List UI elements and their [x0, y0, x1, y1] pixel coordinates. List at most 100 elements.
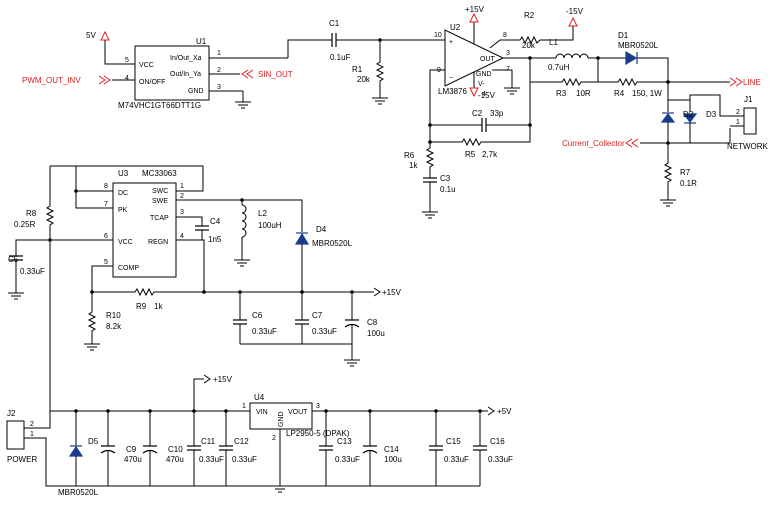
u3-pin-comp: COMP	[118, 265, 139, 272]
output-caps: +5V C13 0.33uF C14 100u C15 0.33uF C16 0…	[319, 406, 513, 487]
u2-pinno-10: 10	[434, 32, 442, 39]
c13-value: 0.33uF	[335, 455, 360, 464]
c11-value: 0.33uF	[199, 455, 224, 464]
d5-value: MBR0520L	[58, 488, 99, 497]
power-label-5v: 5V	[86, 31, 96, 40]
u2-pin-gnd: GND	[476, 71, 492, 78]
l2-inductor: L2 100uH	[241, 204, 282, 260]
u1-pin-inout: In/Out_Xa	[170, 55, 202, 62]
u4-power-plus15: +15V	[213, 375, 233, 384]
c4-capacitor: C4 1n5	[195, 217, 222, 244]
u1-ref: U1	[196, 37, 207, 46]
c3-capacitor: C3 0.1u	[423, 174, 456, 212]
net-label-current-collector: Current_Collector	[562, 139, 625, 148]
r1-resistor: R1 20k	[352, 38, 385, 98]
c4-ref: C4	[210, 217, 221, 226]
r2-power-minus15: -15V	[566, 7, 584, 16]
c14-ref: C14	[384, 445, 399, 454]
c4-value: 1n5	[208, 235, 222, 244]
r8-resistor: R8 0.25R	[14, 165, 76, 428]
u3-pin-swc: SWC	[152, 188, 168, 195]
u3-pinno-6: 6	[104, 233, 108, 240]
r2-ref: R2	[524, 11, 535, 20]
u3-pinno-2: 2	[180, 193, 184, 200]
u2-pinno-8: 8	[503, 32, 507, 39]
net-label-sin-out: SIN_OUT	[258, 70, 293, 79]
c9-ref: C9	[126, 445, 137, 454]
c2-ref: C2	[472, 109, 483, 118]
gnd-u1	[235, 101, 251, 109]
r2-resistor: -15V R2 20k	[512, 7, 584, 50]
u3-pin-tcap: TCAP	[150, 215, 169, 222]
c6-value: 0.33uF	[252, 327, 277, 336]
net-flag-line: LINE	[729, 77, 761, 87]
j2-ref: J2	[7, 409, 16, 418]
c8-value: 100u	[367, 329, 385, 338]
u1-power-5v: 5V	[86, 30, 135, 65]
c1-value: 0.1uF	[330, 53, 351, 62]
c6-c7-c8-caps: C6 0.33uF C7 0.33uF C8 100u	[233, 292, 385, 360]
u1-switch: U1 M74VHC1GT66DTT1G VCC ON/OFF In/Out_Xa…	[118, 37, 288, 110]
input-rail: +15V	[50, 374, 245, 413]
c1-capacitor: C1 0.1uF	[287, 19, 445, 62]
u4-pin-gnd: GND	[278, 411, 285, 427]
u4-body	[249, 402, 313, 430]
l2-ref: L2	[258, 209, 267, 218]
d5-diode: D5 MBR0520L	[58, 411, 99, 497]
d1-ref: D1	[618, 31, 629, 40]
c10-ref: C10	[168, 445, 183, 454]
l2-value: 100uH	[258, 221, 282, 230]
net-label-line: LINE	[743, 78, 761, 87]
c3-ref: C3	[440, 174, 451, 183]
r3-ref: R3	[556, 89, 567, 98]
j2-pin-2: 2	[30, 421, 34, 428]
d1-diode: D1 MBR0520L	[598, 31, 669, 82]
rail-plus15-label: +15V	[382, 288, 402, 297]
r7-value: 0.1R	[680, 179, 697, 188]
u3-ref: U3	[118, 169, 129, 178]
r9-ref: R9	[136, 302, 147, 311]
gnd-c3	[422, 211, 438, 219]
r3-value: 10R	[576, 89, 591, 98]
r3-resistor: R3 10R	[528, 56, 599, 98]
j2-connector: J2 POWER 2 1	[6, 409, 380, 487]
u4-pinno-2: 2	[272, 435, 276, 442]
c6-ref: C6	[252, 311, 263, 320]
u1-pinno-2: 2	[217, 67, 221, 74]
l1-ref: L1	[549, 38, 558, 47]
c13-ref: C13	[337, 437, 352, 446]
input-caps: C9 470u C10 470u C11 0.33uF C12 0.33uF	[100, 411, 257, 486]
u2-pin-out: OUT	[480, 56, 496, 63]
u3-pin-regn: REGN	[148, 239, 168, 246]
u2-pinno-3: 3	[506, 50, 510, 57]
l1-value: 0.7uH	[548, 63, 570, 72]
u4-part: LP2950-5 (DPAK)	[286, 429, 350, 438]
u3-pin-dc: DC	[118, 190, 128, 197]
r8-value: 0.25R	[14, 220, 36, 229]
d2-d3-protection: D2 D3	[660, 82, 731, 145]
c15-ref: C15	[446, 437, 461, 446]
gnd-r1	[372, 97, 388, 105]
d2-ref: D2	[683, 110, 694, 119]
r7-ref: R7	[680, 168, 691, 177]
c3-value: 0.1u	[440, 185, 456, 194]
u2-minus-sign: −	[449, 75, 453, 82]
c5-capacitor: C5 0.33uF	[8, 239, 50, 293]
rail-plus15: +15V R9 1k	[90, 287, 402, 311]
u3-pinno-3: 3	[180, 209, 184, 216]
u1-pin-vcc: VCC	[139, 62, 154, 69]
r6-value: 1k	[409, 161, 418, 170]
net-flag-current-collector: Current_Collector	[562, 138, 668, 148]
u3-pinno-8: 8	[104, 183, 108, 190]
gnd-r10	[84, 343, 100, 351]
c16-ref: C16	[490, 437, 505, 446]
u1-pinno-1: 1	[217, 50, 221, 57]
u2-opamp: U2 LM3876 + − OUT GND V- 10 9 8 3 7 4 +1…	[434, 5, 556, 100]
u2-pinno-4: 4	[482, 91, 486, 98]
c7-ref: C7	[312, 311, 323, 320]
r10-resistor: R10 8.2k	[87, 292, 122, 344]
r4-ref: R4	[614, 89, 625, 98]
c5-value: 0.33uF	[20, 267, 45, 276]
j1-value: NETWORK	[727, 142, 769, 151]
u3-pin-vcc: VCC	[118, 239, 133, 246]
